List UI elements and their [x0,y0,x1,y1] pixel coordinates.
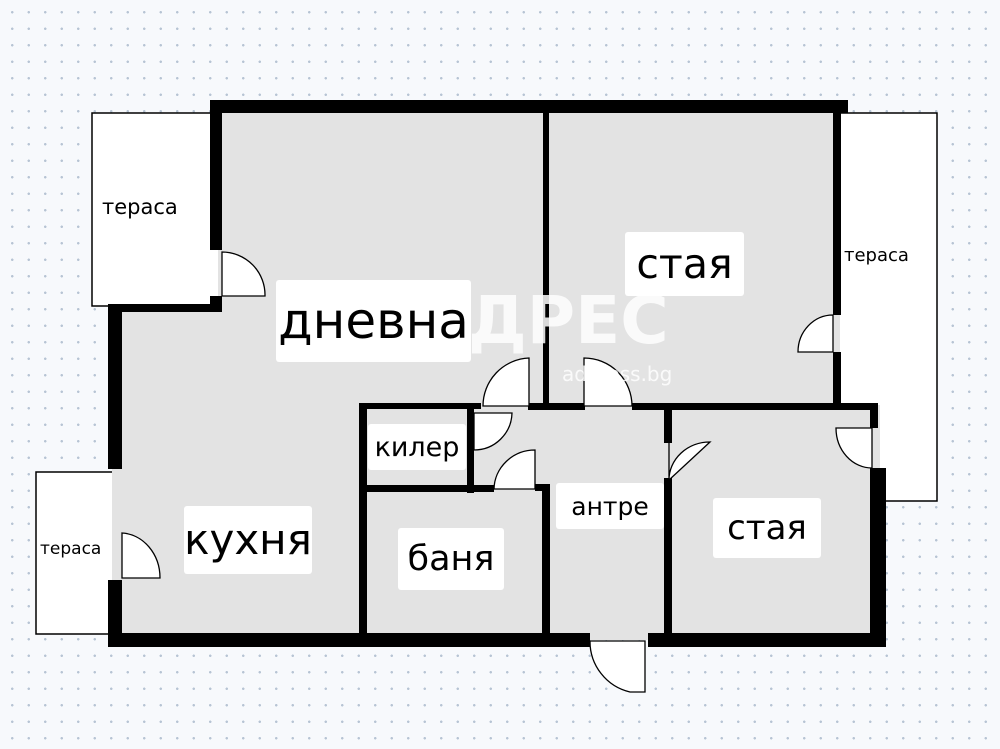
label-room-bottom: стая [713,498,821,558]
door-living-hall [482,357,530,407]
label-kitchen: кухня [184,506,312,574]
door-terrace-bottom-left [121,532,161,579]
door-room-bottom [668,441,712,482]
door-entrance [589,640,646,693]
label-hall: антре [556,483,664,529]
label-terrace-bottom-left: тераса [40,539,102,559]
door-terrace-top-left [221,251,266,297]
label-terrace-right: тераса [844,245,909,266]
door-swings [121,251,873,693]
label-terrace-top-left: тераса [102,195,178,219]
watermark-site: address.bg [562,362,673,386]
watermark-logo: ДРЕС [468,282,669,359]
door-room-hall [583,357,633,407]
label-storage: килер [368,424,466,470]
door-bath [493,449,536,490]
door-storage [473,412,513,451]
walls [108,100,886,647]
label-room-top: стая [625,232,744,296]
door-terrace-right-upper [797,314,834,353]
label-living-room: дневна [276,280,471,362]
label-bath: баня [398,528,504,590]
door-terrace-right-lower [835,427,873,469]
